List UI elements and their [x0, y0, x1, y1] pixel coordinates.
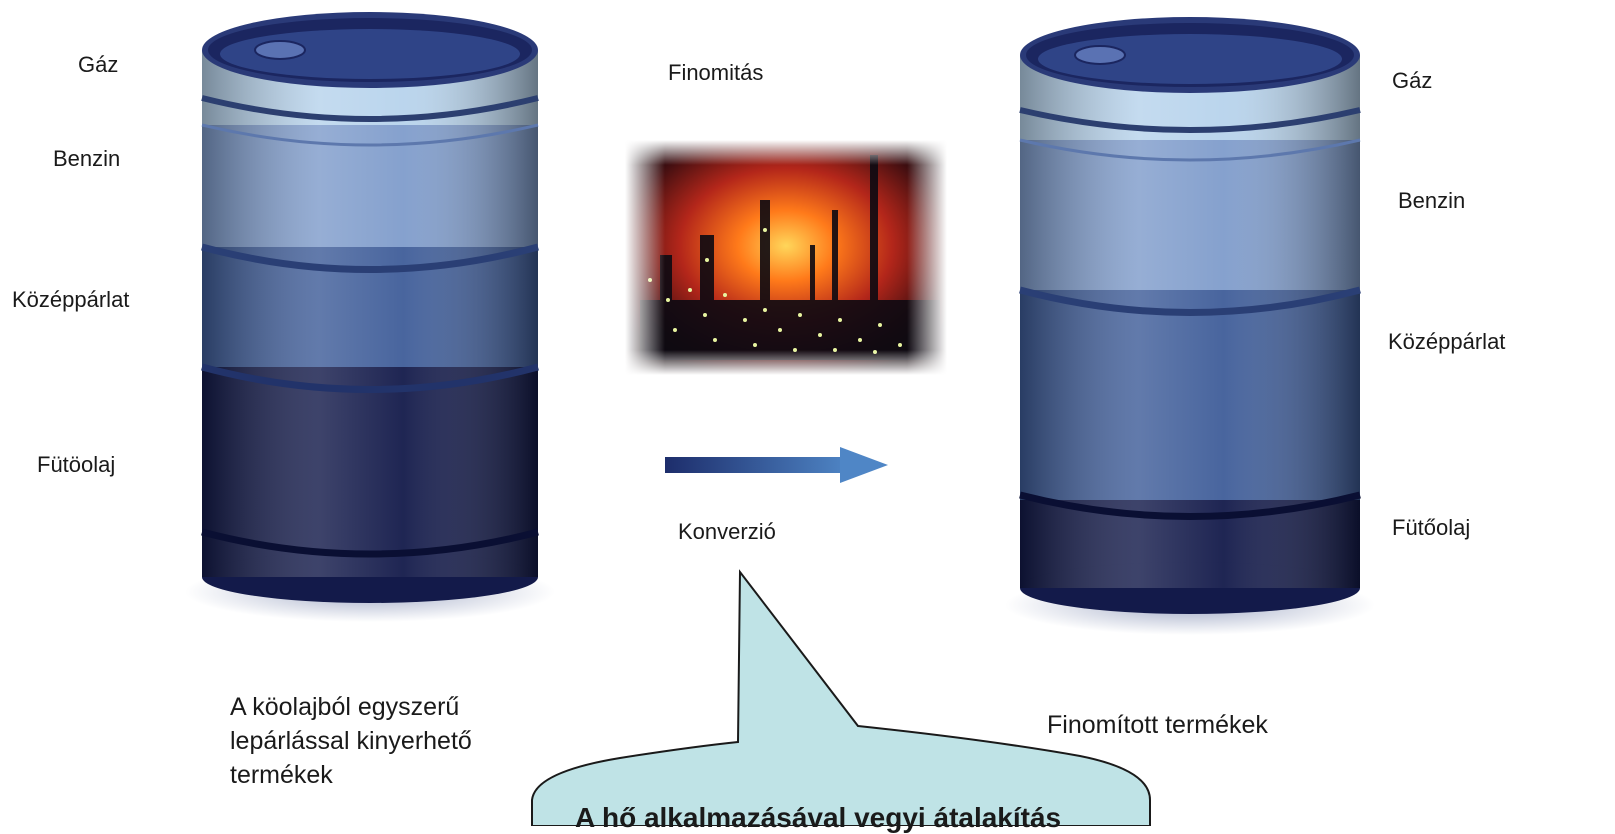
- left-label-middle-distillate: Középpárlat: [12, 287, 130, 312]
- callout-bubble: [531, 569, 1151, 826]
- left-label-benzin: Benzin: [53, 146, 121, 171]
- refinery-image: [625, 140, 947, 375]
- right-caption: Finomított termékek: [1047, 711, 1268, 739]
- conversion-label: Konverzió: [678, 519, 776, 544]
- left-barrel: [185, 12, 555, 622]
- right-label-gas: Gáz: [1392, 68, 1433, 93]
- refining-label: Finomitás: [668, 60, 764, 85]
- callout-text: A hő alkalmazásával vegyi átalakítás: [575, 802, 1062, 833]
- right-barrel: [1005, 17, 1375, 635]
- left-caption-line-2: lepárlással kinyerhető: [230, 727, 472, 755]
- left-caption-line-3: termékek: [230, 761, 333, 789]
- left-label-fuel-oil: Fütöolaj: [37, 452, 116, 477]
- left-caption-line-1: A köolajból egyszerű: [230, 693, 460, 721]
- left-label-gas: Gáz: [78, 52, 119, 77]
- right-label-benzin: Benzin: [1398, 188, 1466, 213]
- conversion-arrow: [665, 447, 888, 483]
- right-label-middle-distillate: Középpárlat: [1388, 329, 1506, 354]
- right-label-fuel-oil: Fütőolaj: [1392, 515, 1471, 540]
- left-caption: A köolajból egyszerű lepárlással kinyerh…: [230, 690, 472, 792]
